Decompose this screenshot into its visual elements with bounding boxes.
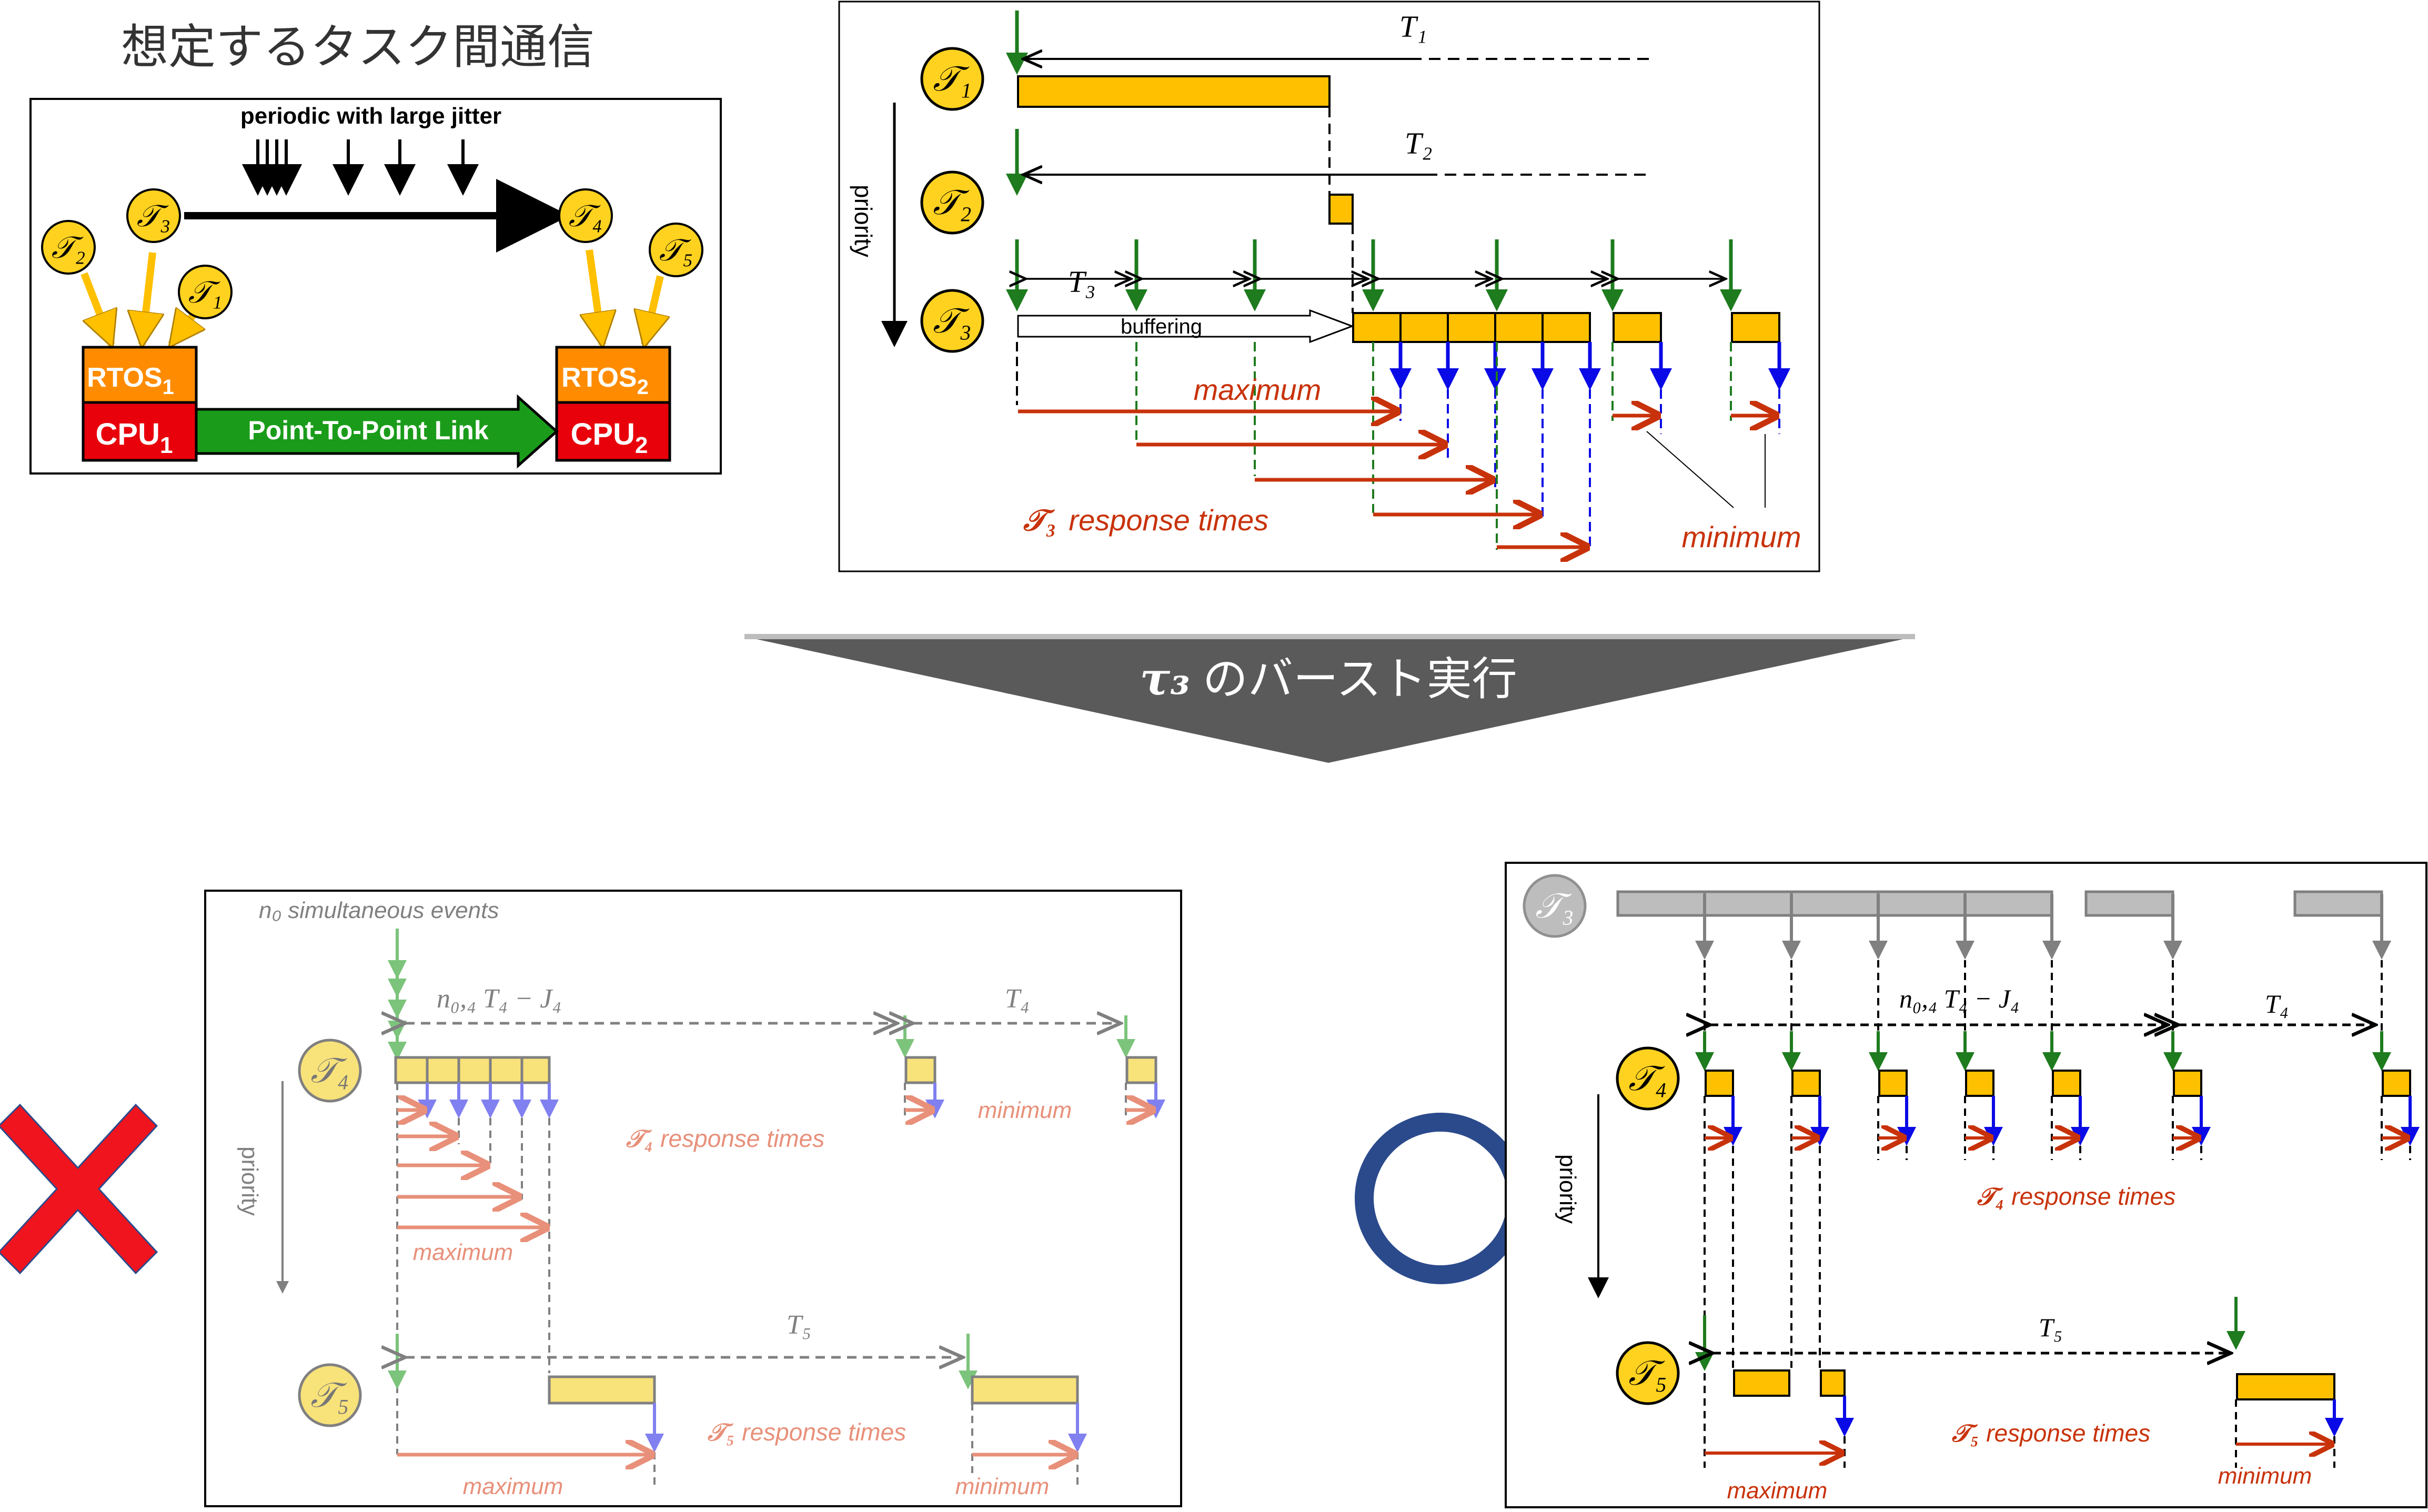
cpu1-block: CPU1 — [82, 401, 198, 462]
svg-text:𝒯₃: 𝒯₃ — [933, 302, 972, 340]
bad-minimum-4: minimum — [978, 1097, 1072, 1123]
svg-text:𝒯₄: 𝒯₄ — [569, 199, 603, 233]
good-minimum-5: minimum — [2218, 1463, 2312, 1489]
bad-maximum-5: maximum — [463, 1474, 563, 1499]
svg-text:CPU2: CPU2 — [571, 417, 648, 458]
bad-task-5: 𝒯₅ — [298, 1363, 362, 1427]
t3-output-drops — [1399, 389, 1780, 550]
simultaneous-events-label: n₀ simultaneous events — [259, 898, 499, 923]
priority-label-bad: priority — [237, 1146, 263, 1216]
svg-text:RTOS2: RTOS2 — [561, 362, 649, 399]
svg-text:𝒯₁: 𝒯₁ — [933, 60, 972, 98]
maximum-label-top: maximum — [1194, 373, 1322, 406]
svg-text:𝒯₁: 𝒯₁ — [188, 275, 223, 309]
task-circle-3: 𝒯₃ — [126, 188, 181, 243]
task-circle-1: 𝒯₁ — [178, 265, 233, 319]
t2-label: T₂ — [1405, 126, 1432, 160]
good-events-t4 — [1695, 1031, 2391, 1071]
exec-t2 — [1328, 194, 1354, 225]
sched-task-1: 𝒯₁ — [920, 47, 984, 111]
svg-text:Point-To-Point Link: Point-To-Point Link — [248, 416, 488, 445]
svg-text:buffering: buffering — [1121, 315, 1202, 338]
good-task-5: 𝒯₅ — [1616, 1341, 1680, 1405]
good-top-task-3: 𝒯₃ — [1523, 874, 1587, 938]
svg-text:CPU1: CPU1 — [96, 417, 173, 458]
good-exec-t4 — [1705, 1070, 2411, 1097]
sched-task-2: 𝒯₂ — [920, 170, 984, 235]
rtos1-block: RTOS1 — [82, 346, 198, 404]
jitter-arrows — [242, 139, 479, 196]
bad-response-t4 — [397, 1110, 1152, 1227]
task-circle-5: 𝒯₅ — [649, 223, 703, 277]
task-circle-4: 𝒯₄ — [558, 188, 613, 243]
jitter-label: periodic with large jitter — [240, 103, 501, 129]
bad-t4-gap-label: n₀,₄ T₄ − J₄ — [437, 984, 561, 1014]
svg-text:𝒯₅: 𝒯₅ — [310, 1376, 349, 1415]
task-circle-2: 𝒯₂ — [41, 220, 96, 275]
good-t4-label: T₄ — [2265, 989, 2289, 1019]
point-to-point-link: Point-To-Point Link — [195, 394, 559, 469]
bad-exec-t5-2 — [971, 1375, 1079, 1405]
minimum-label-top: minimum — [1681, 520, 1801, 553]
rtos2-block: RTOS2 — [555, 346, 671, 404]
sched-task-3: 𝒯₃ — [920, 289, 984, 353]
t3-outputs — [1389, 342, 1790, 390]
bad-maximum-4: maximum — [413, 1239, 513, 1265]
good-response-t5 — [1705, 1444, 2331, 1453]
t3-release-drops — [1016, 342, 1732, 550]
t3-label: T₃ — [1068, 265, 1095, 299]
good-case-box — [1505, 862, 2427, 1508]
svg-text:𝒯₅: 𝒯₅ — [659, 233, 693, 267]
good-outputs-t4 — [1724, 1096, 2420, 1146]
bad-drops-t4 — [396, 1083, 1127, 1455]
good-exec-t5 — [1733, 1369, 2335, 1400]
t1-label: T₁ — [1399, 9, 1427, 44]
circle-mark — [1355, 1113, 1526, 1284]
svg-text:𝒯₃: 𝒯₃ — [1535, 887, 1574, 925]
bad-task-4: 𝒯₄ — [298, 1039, 362, 1103]
good-task-4: 𝒯₄ — [1616, 1046, 1680, 1111]
bad-exec-t5-1 — [548, 1375, 656, 1405]
bad-t4-label: T₄ — [1005, 984, 1030, 1014]
exec-t1 — [1017, 75, 1331, 108]
good-t4-gap-label: n₀,₄ T₄ − J₄ — [1899, 984, 2019, 1013]
title-top-left: 想定するタスク間通信 — [121, 19, 595, 75]
buffering-arrow: buffering — [1017, 309, 1355, 344]
bad-minimum-5: minimum — [955, 1474, 1049, 1499]
bad-exec-t4 — [394, 1056, 1157, 1084]
priority-label-good: priority — [1555, 1154, 1580, 1224]
exec-t3-blocks — [1352, 312, 1780, 343]
svg-text:𝒯₃: 𝒯₃ — [137, 199, 171, 233]
bad-outputs-t4 — [418, 1083, 1165, 1118]
svg-text:𝒯₅: 𝒯₅ — [1628, 1354, 1667, 1393]
good-outputs-t5 — [1835, 1396, 2344, 1437]
good-t5-label: T₅ — [2039, 1313, 2062, 1342]
svg-text:RTOS1: RTOS1 — [87, 362, 174, 399]
svg-text:𝒯₂: 𝒯₂ — [52, 230, 86, 265]
cpu2-block: CPU2 — [555, 401, 671, 462]
svg-text:𝒯₄: 𝒯₄ — [310, 1052, 349, 1090]
good-maximum-5: maximum — [1727, 1478, 1828, 1504]
bad-t5-label: T₅ — [787, 1310, 811, 1340]
cross-mark — [0, 1103, 158, 1275]
svg-text:𝒯₂: 𝒯₂ — [933, 184, 972, 222]
priority-label-top: priority — [850, 185, 877, 257]
good-gray-outputs — [1695, 894, 2391, 960]
task-feed-arrows — [80, 249, 660, 345]
t3-response-arrows — [1018, 411, 1776, 547]
svg-text:𝒯₄: 𝒯₄ — [1628, 1060, 1667, 1098]
